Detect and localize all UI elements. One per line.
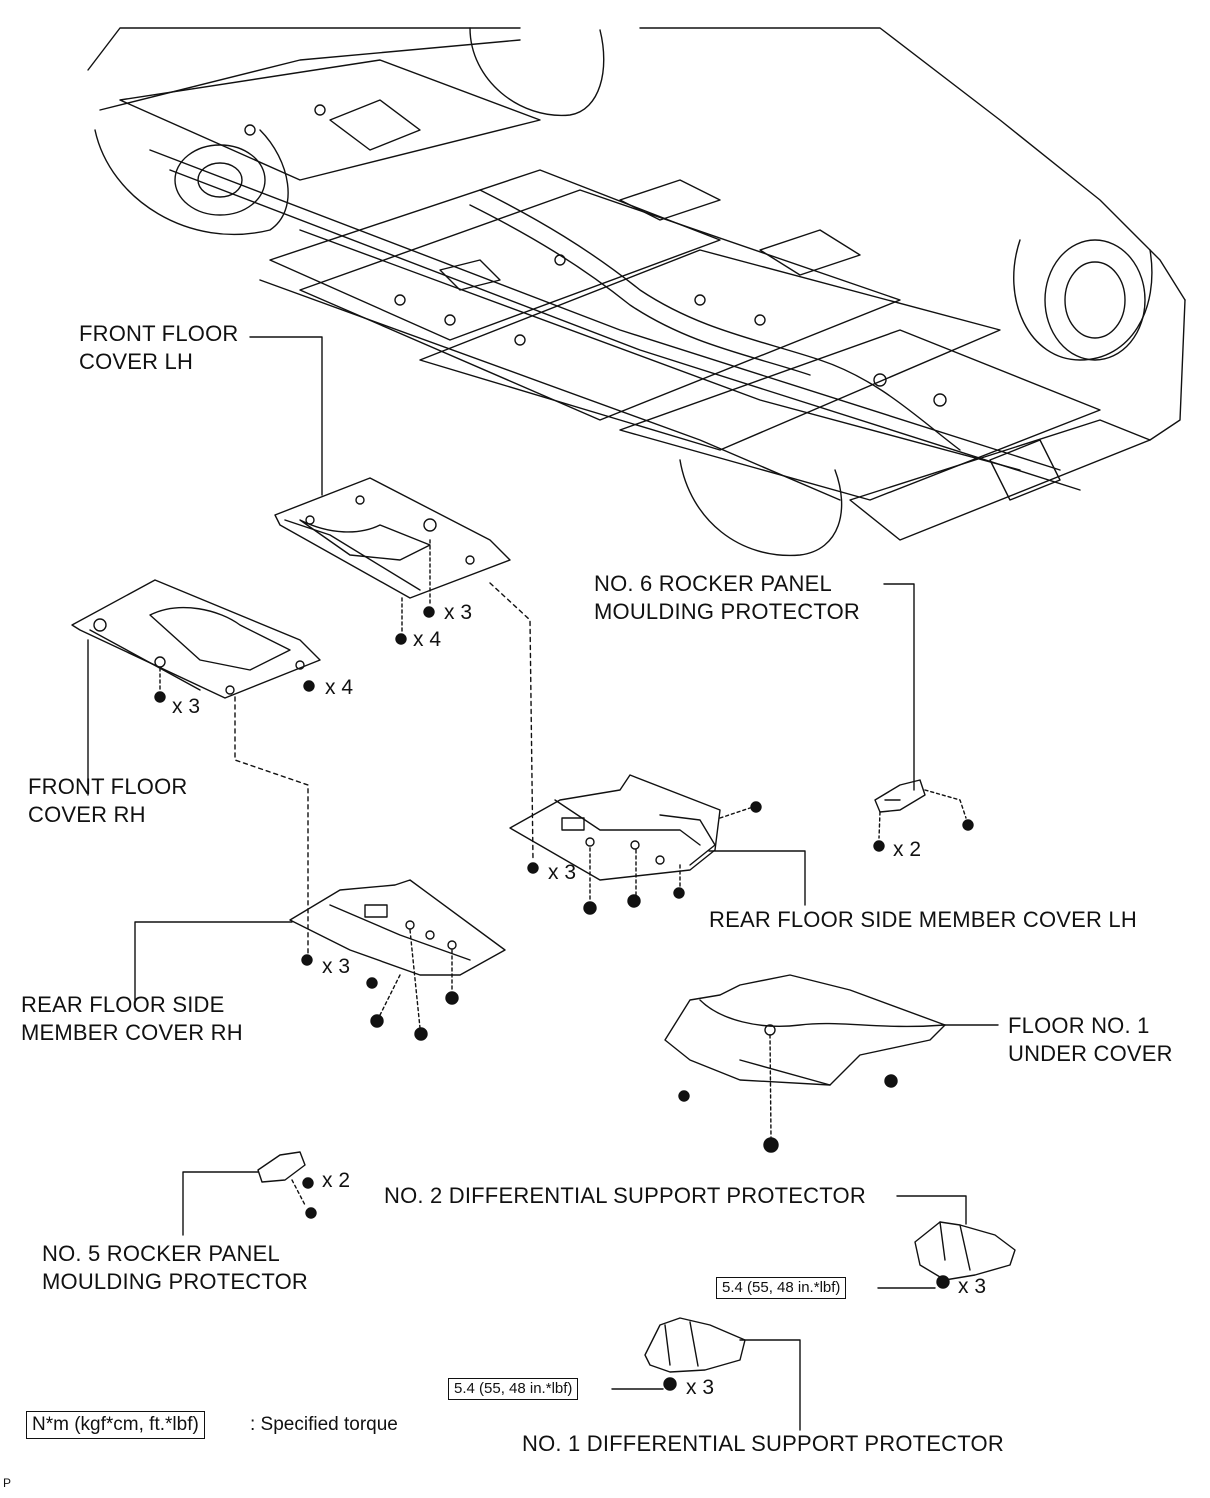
front-floor-cover-lh-part [274, 477, 511, 645]
rear-floor-side-member-cover-rh-part [289, 879, 506, 1041]
leader-lines [87, 336, 999, 1431]
qty-front-lh-clips: x 4 [413, 628, 442, 651]
label-no2-differential: NO. 2 DIFFERENTIAL SUPPORT PROTECTOR [384, 1183, 866, 1208]
qty-no1-bolts: x 3 [686, 1376, 715, 1399]
torque-box-no1: 5.4 (55, 48 in.*lbf) [448, 1378, 579, 1400]
qty-front-rh-clips: x 4 [325, 676, 354, 699]
illustration-code: P [3, 1476, 12, 1490]
rear-floor-side-member-cover-lh-part [509, 774, 762, 915]
qty-rear-lh-bolts: x 3 [548, 861, 577, 884]
no5-rocker-panel-protector-part [257, 1151, 317, 1219]
no1-differential-protector-part [644, 1317, 746, 1391]
vehicle-underbody [87, 27, 1186, 557]
qty-front-rh-bolts: x 3 [172, 695, 201, 718]
floor-no1-under-cover-part [664, 974, 946, 1153]
torque-box-no2: 5.4 (55, 48 in.*lbf) [716, 1277, 847, 1299]
label-no1-differential: NO. 1 DIFFERENTIAL SUPPORT PROTECTOR [522, 1431, 1004, 1456]
no6-rocker-panel-protector-part [873, 779, 974, 852]
no2-differential-protector-part [914, 1221, 1016, 1289]
qty-front-lh-bolts: x 3 [444, 601, 473, 624]
label-rear-floor-side-lh: REAR FLOOR SIDE MEMBER COVER LH [709, 907, 1137, 932]
legend-torque-box: N*m (kgf*cm, ft.*lbf) [26, 1411, 205, 1439]
qty-no5-bolts: x 2 [322, 1169, 351, 1192]
front-floor-cover-rh-part [71, 579, 321, 703]
alignment-dashes [234, 582, 534, 956]
qty-no2-bolts: x 3 [958, 1275, 987, 1298]
qty-no6-bolts: x 2 [893, 838, 922, 861]
legend-text: : Specified torque [250, 1414, 398, 1435]
qty-rear-rh-bolts: x 3 [322, 955, 351, 978]
